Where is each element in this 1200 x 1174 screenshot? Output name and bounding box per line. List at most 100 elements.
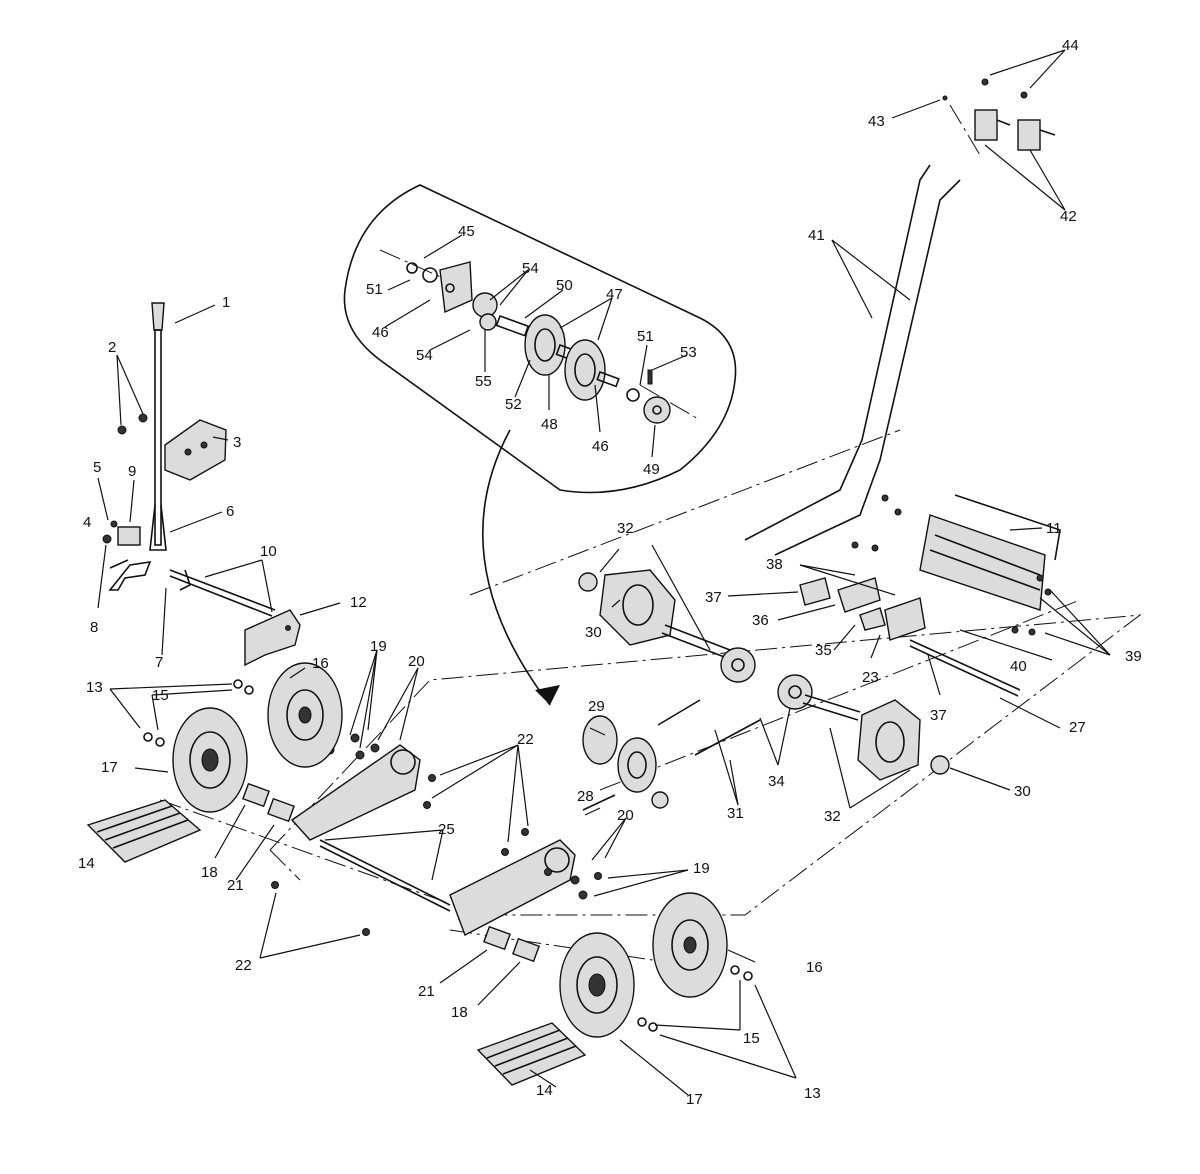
shift-block [102,520,141,546]
shift-fork-left [108,559,152,591]
drive-chains [582,699,761,811]
callout-32-upper: 32 [617,520,634,537]
callout-36: 36 [752,612,769,629]
callout-40: 40 [1010,658,1027,675]
cable-levers [942,78,1056,151]
callout-53: 53 [680,344,697,361]
callout-30-lower: 30 [1014,783,1031,800]
wheel-inner-right [652,892,728,998]
callout-37-upper: 37 [705,589,722,606]
callout-13-upper: 13 [86,679,103,696]
callout-11: 11 [1046,520,1062,537]
callout-43: 43 [868,113,885,130]
callout-25: 25 [438,821,455,838]
callout-2: 2 [108,339,116,356]
callout-20-upper: 20 [408,653,425,670]
idler-bolts [851,494,1052,636]
callout-13-lower: 13 [804,1085,821,1102]
callout-35: 35 [815,642,832,659]
callout-12: 12 [350,594,367,611]
callout-17-lower: 17 [686,1091,703,1108]
callout-39: 39 [1125,648,1142,665]
callout-30-upper: 30 [585,624,602,641]
callout-4: 4 [83,514,91,531]
callout-45: 45 [458,223,475,240]
bracket-screws [117,413,148,435]
tread-lower-right [476,1022,587,1086]
wheel-inner-left [267,662,343,768]
callout-14-lower: 14 [536,1082,553,1099]
callout-32-lower: 32 [824,808,841,825]
leader-lines [97,49,1111,1096]
chute-cover [919,494,1061,611]
callout-18-lower: 18 [451,1004,468,1021]
callout-49: 49 [643,461,660,478]
axle-frame [290,744,576,936]
callout-22-lower: 22 [235,957,252,974]
bearing-flange-lower [857,699,950,781]
callout-52: 52 [505,396,522,413]
bearing-flange-upper [578,569,676,646]
callout-28: 28 [577,788,594,805]
callout-6: 6 [226,503,234,520]
callout-18-upper: 18 [201,864,218,881]
callout-17-upper: 17 [101,759,118,776]
callout-34: 34 [768,773,785,790]
idler-pins [799,577,1021,697]
inset-shaft-assembly [406,261,671,424]
callout-21-lower: 21 [418,983,435,1000]
callout-55: 55 [475,373,492,390]
callout-41: 41 [808,227,825,244]
callout-15-lower: 15 [743,1030,760,1047]
callout-10: 10 [260,543,277,560]
wheel-washers [143,679,753,1032]
callout-42: 42 [1060,208,1077,225]
callout-labels: 1 2 3 4 5 6 7 8 9 10 11 12 13 15 16 17 1… [78,37,1142,1108]
callout-1: 1 [222,294,230,311]
callout-16-upper: 16 [312,655,329,672]
callout-51-lower: 51 [637,328,654,345]
callout-5: 5 [93,459,101,476]
callout-31: 31 [727,805,744,822]
shift-fork-right [244,609,301,667]
callout-22-upper: 22 [517,731,534,748]
spacer-pins [242,782,540,963]
callout-44: 44 [1062,37,1079,54]
callout-19-lower: 19 [693,860,710,877]
callout-48: 48 [541,416,558,433]
callout-7: 7 [155,654,163,671]
gear-cluster [582,715,669,809]
callout-15-upper: 15 [152,687,169,704]
shift-rod [169,569,276,617]
drive-shaft-lower [777,674,861,721]
callout-50: 50 [556,277,573,294]
callout-14-upper: 14 [78,855,95,872]
callout-51-upper: 51 [366,281,383,298]
drive-shaft-upper [661,624,756,683]
callout-23: 23 [862,669,879,686]
shift-lever [149,302,167,551]
callout-37-lower: 37 [930,707,947,724]
callout-38: 38 [766,556,783,573]
callout-3: 3 [233,434,241,451]
callout-9: 9 [128,463,136,480]
tread-upper-left [86,799,202,863]
wheel-upper-left [172,707,248,813]
inset-detail-frame [343,184,737,706]
callout-21-upper: 21 [227,877,244,894]
wheel-lower-right [559,932,635,1038]
callout-27: 27 [1069,719,1086,736]
callout-19-upper: 19 [370,638,387,655]
callout-8: 8 [90,619,98,636]
callout-46-upper: 46 [372,324,389,341]
callout-54-upper: 54 [522,260,539,277]
shift-bracket [164,419,227,481]
callout-16-lower: 16 [806,959,823,976]
control-cables [744,164,961,556]
callout-47: 47 [606,286,623,303]
callout-20-lower: 20 [617,807,634,824]
callout-29: 29 [588,698,605,715]
callout-54-lower: 54 [416,347,433,364]
